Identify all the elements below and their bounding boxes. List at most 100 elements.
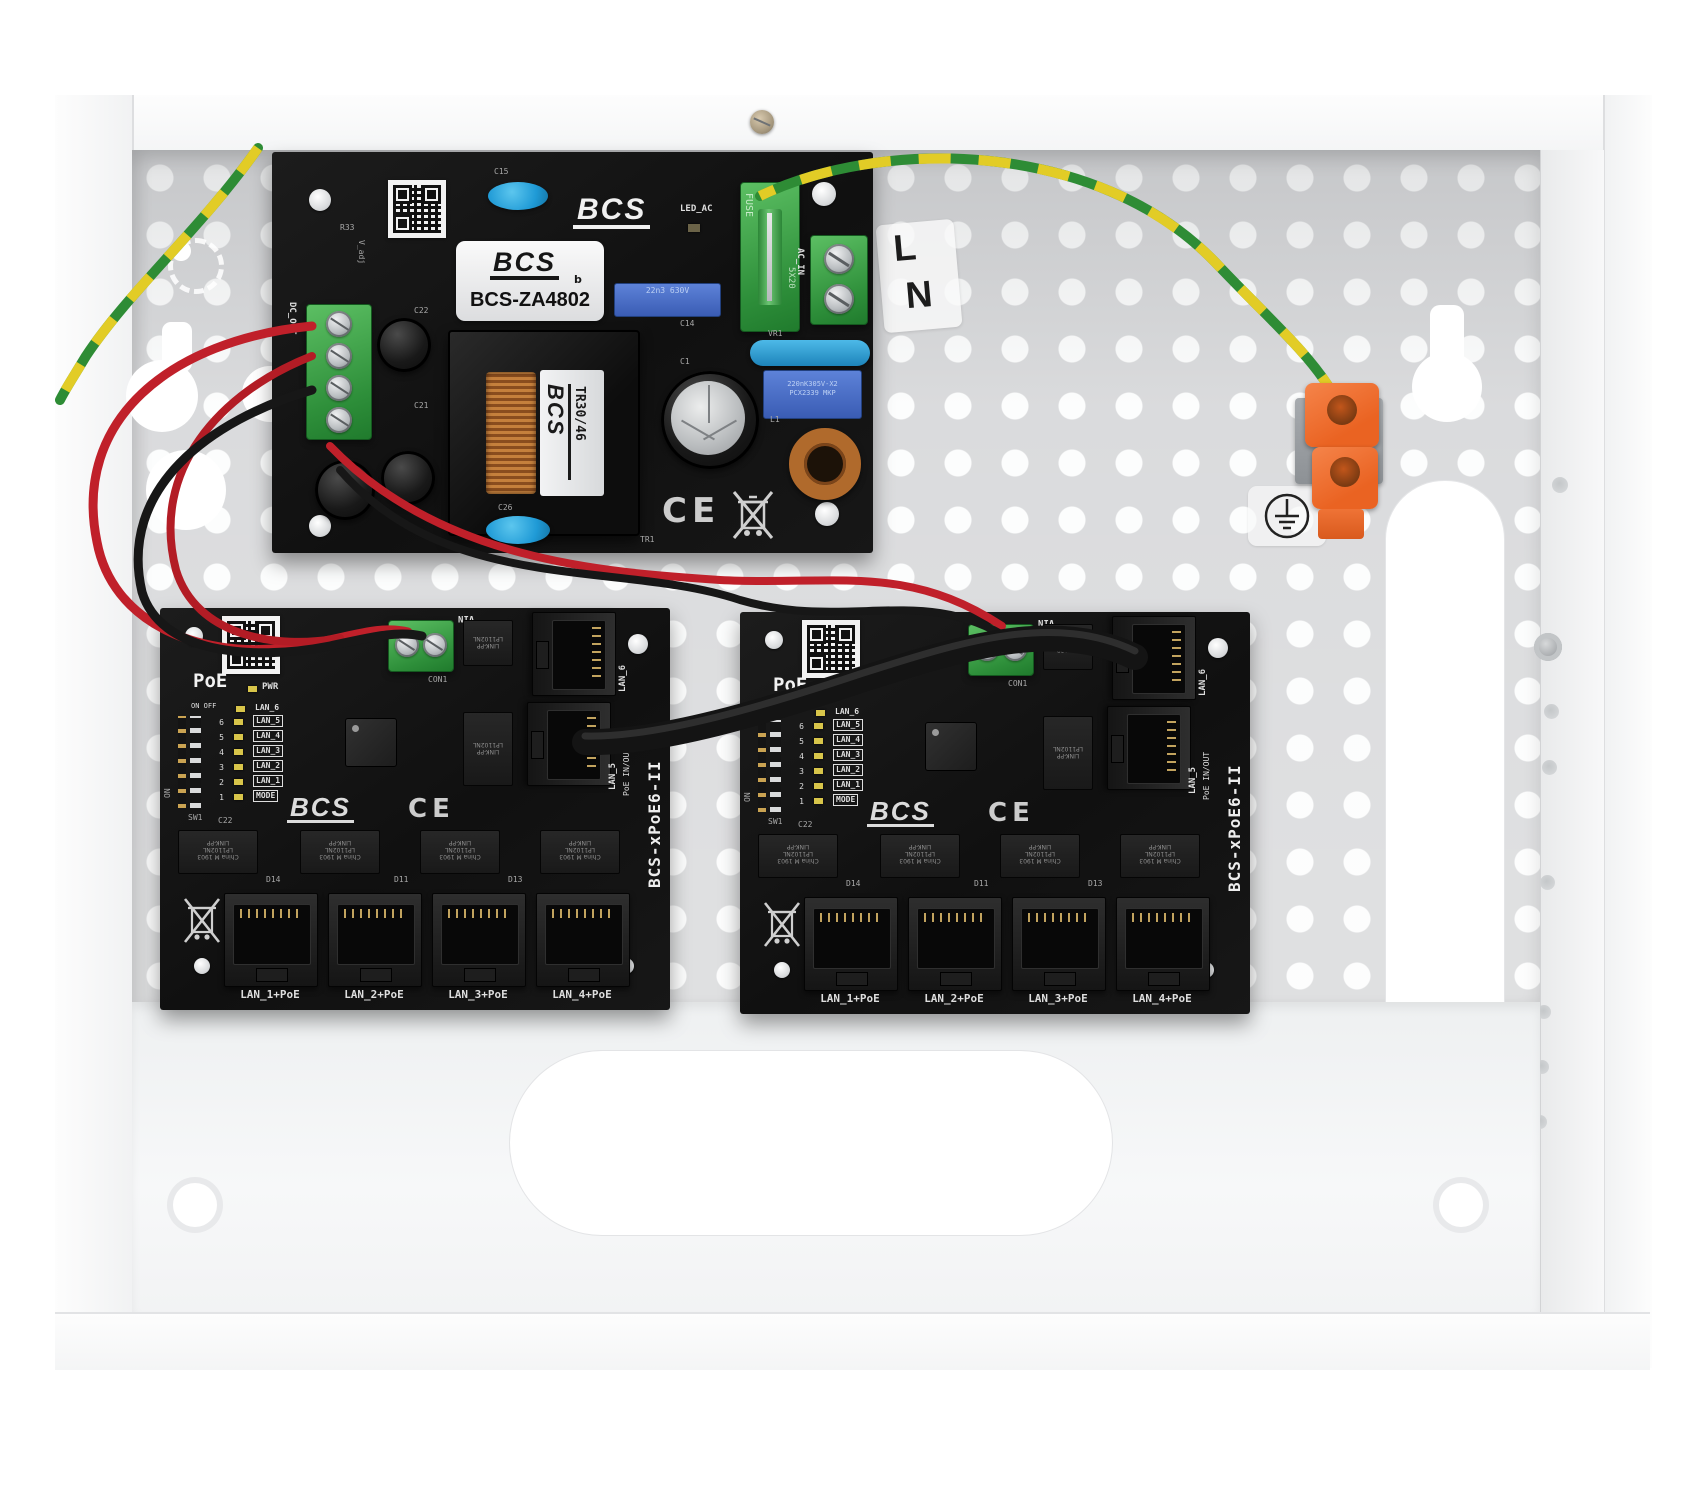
rj45-port-lan4 [1116,897,1210,991]
bottom-screw-hole-right [1439,1183,1483,1227]
d11-silk: D11 [974,879,989,888]
standoff [812,182,836,206]
copper-winding [486,372,536,494]
board-model-silk: BCS-xPoE6-II [645,760,664,888]
poe-switch-board-left: PoE PWR ON OFF LAN_6 6 LAN_5 5 LAN_4 4 L… [160,608,670,1010]
port-label: LAN_2+PoE [344,988,404,1001]
ground-icon [1264,493,1310,539]
terminal-screw [395,633,419,657]
pwr-silk: PWR [842,686,859,696]
ac-in-silk: AC_IN [795,248,805,276]
weee-icon [732,491,774,539]
c22-silk: C22 [218,816,233,825]
jack-opening [545,904,623,965]
on-silk: ON [743,792,752,802]
pwr-led [248,686,257,692]
qr-code [802,620,860,678]
bcs-logo: BCS [573,195,651,229]
vr1-silk: VR1 [768,329,783,338]
sw1-silk: SW1 [188,813,203,822]
terminal-screw [423,633,447,657]
standoff [815,502,839,526]
dip-num: 4 [219,748,224,757]
c15-silk: C15 [494,167,509,176]
tr1-silk: TR1 [640,535,655,544]
led [814,738,823,744]
led [234,734,243,740]
psu-model-text: BCS-ZA4802 [469,289,591,311]
standoff [194,958,210,974]
jack-latch [531,730,544,760]
poe-inout-silk: PoE IN/OUT [1202,751,1211,800]
terminal-screw [824,244,854,274]
port-label: LAN_3+PoE [448,988,508,1001]
rail-rivet [1534,633,1562,661]
psu-board: BCS LED_AC R33 V_adj BCS b BCS-ZA4802 FU… [272,152,873,553]
right-mounting-rail [1540,150,1604,1312]
jack-latch [360,968,392,983]
jack-latch [1111,734,1124,764]
fuse-glass [767,213,772,301]
jack-latch [568,968,600,983]
poe-label: PoE [193,670,228,692]
d11-silk: D11 [394,875,409,884]
rail-dimple [1537,1005,1551,1019]
top-wall-screw [750,110,774,134]
terminal-screw [1003,637,1027,661]
dip-num: 1 [219,793,224,802]
jack-opening [551,620,606,690]
led [234,764,243,770]
x2-text-2: PCX2339 MKP [789,389,836,397]
standoff [309,189,331,211]
con1-silk: CON1 [428,675,448,684]
terminal-screw [326,375,352,401]
standoff [1208,638,1228,658]
fuse-silk: FUSE [743,193,754,218]
jack-opening [233,904,311,965]
toroid-inductor-l1 [789,428,861,500]
varistor-vr1 [750,340,870,366]
rail-dimple [1540,875,1555,890]
transformer-model: TR30/46 [572,386,587,441]
qr-finder [256,621,275,640]
port-label: LAN_1+PoE [240,988,300,1001]
bottom-cable-cutout [510,1051,1112,1235]
jack-opening [813,908,891,969]
led-label: MODE [833,794,859,806]
pwr-led [828,690,837,696]
c14-silk: C14 [680,319,695,328]
port-label: LAN_1+PoE [820,992,880,1005]
film-capacitor-c14: 22n3 630V [614,283,721,317]
electrolytic-capacitor [315,460,375,520]
enclosure-right-wall [1603,95,1652,1368]
jack-opening [1125,908,1203,969]
led [234,779,243,785]
electrolytic-capacitor [381,451,435,505]
pin1-dot [932,729,939,736]
jack-latch [836,972,868,987]
transformer: BCS TR30/46 [448,330,640,536]
terminal-screw [824,284,854,314]
on-silk: ON [163,788,172,798]
keyhole-slot-left [126,360,198,432]
jack-latch [1116,644,1129,674]
rj45-port-lan3 [432,893,526,987]
earth-terminal-top [1305,383,1379,447]
dc-out-silk: DC_OUT [287,302,297,335]
pwr-silk: PWR [262,682,279,692]
jack-opening [1021,908,1099,969]
qr-finder [393,185,412,204]
jack-opening [546,710,601,780]
vent-groove [708,385,710,423]
ac-in-terminal [810,235,868,325]
jack-opening [1126,714,1181,784]
d13-silk: D13 [508,875,523,884]
